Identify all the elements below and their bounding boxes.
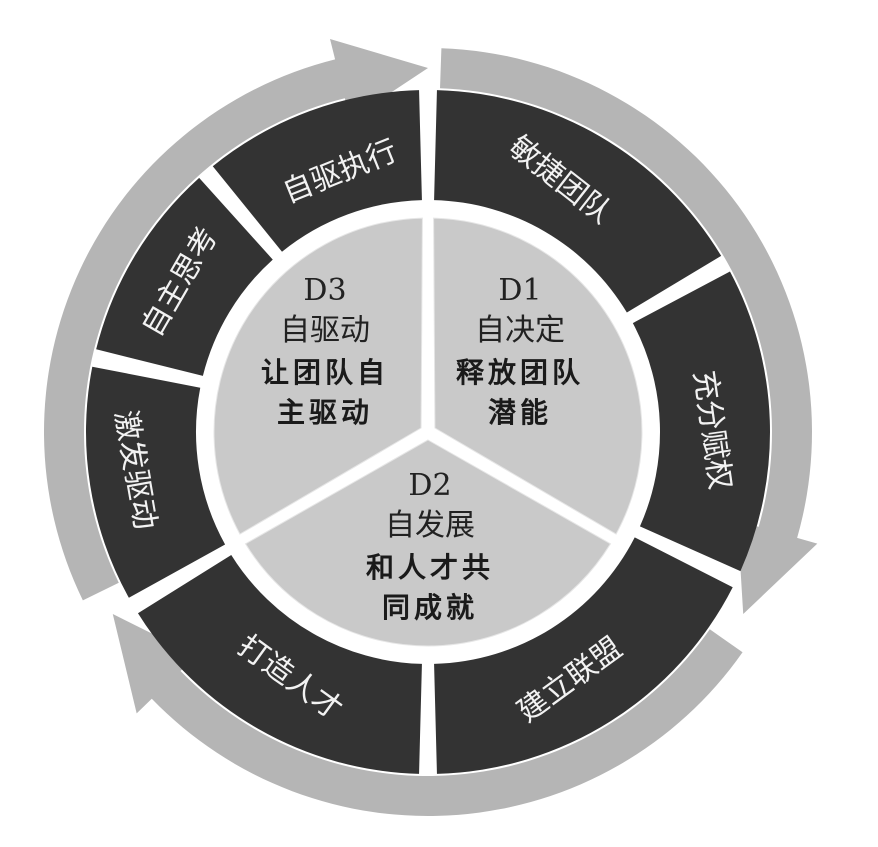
outer-segment xyxy=(137,554,422,774)
arrow-d1-icon xyxy=(440,48,818,615)
inner-title: D1 xyxy=(498,273,541,308)
cycle-arrows xyxy=(44,39,818,816)
outer-segment xyxy=(434,90,722,313)
inner-subtitle: 自驱动 xyxy=(280,313,370,348)
outer-segment xyxy=(434,537,733,774)
arrow-d3-icon xyxy=(44,39,428,601)
inner-description-line: 和人才共 xyxy=(366,551,494,584)
inner-subtitle: 自发展 xyxy=(385,508,475,543)
inner-description-line: 主驱动 xyxy=(277,396,373,429)
inner-title: D3 xyxy=(303,273,346,308)
inner-subtitle: 自决定 xyxy=(475,313,565,348)
inner-description-line: 潜能 xyxy=(488,396,552,429)
inner-title: D2 xyxy=(408,468,451,503)
outer-segment xyxy=(85,366,226,598)
outer-segment xyxy=(632,271,770,572)
outer-segment xyxy=(212,90,422,252)
inner-segment-d1 xyxy=(433,217,643,535)
outer-segment xyxy=(96,177,273,376)
inner-description-line: 释放团队 xyxy=(456,356,584,389)
inner-pie xyxy=(213,217,643,647)
outer-ring xyxy=(85,90,770,774)
arrow-d2-icon xyxy=(112,614,743,816)
inner-segment-d2 xyxy=(244,439,612,647)
inner-segment-d3 xyxy=(213,217,423,535)
inner-description-line: 让团队自 xyxy=(261,356,389,389)
inner-description-line: 同成就 xyxy=(382,591,478,624)
